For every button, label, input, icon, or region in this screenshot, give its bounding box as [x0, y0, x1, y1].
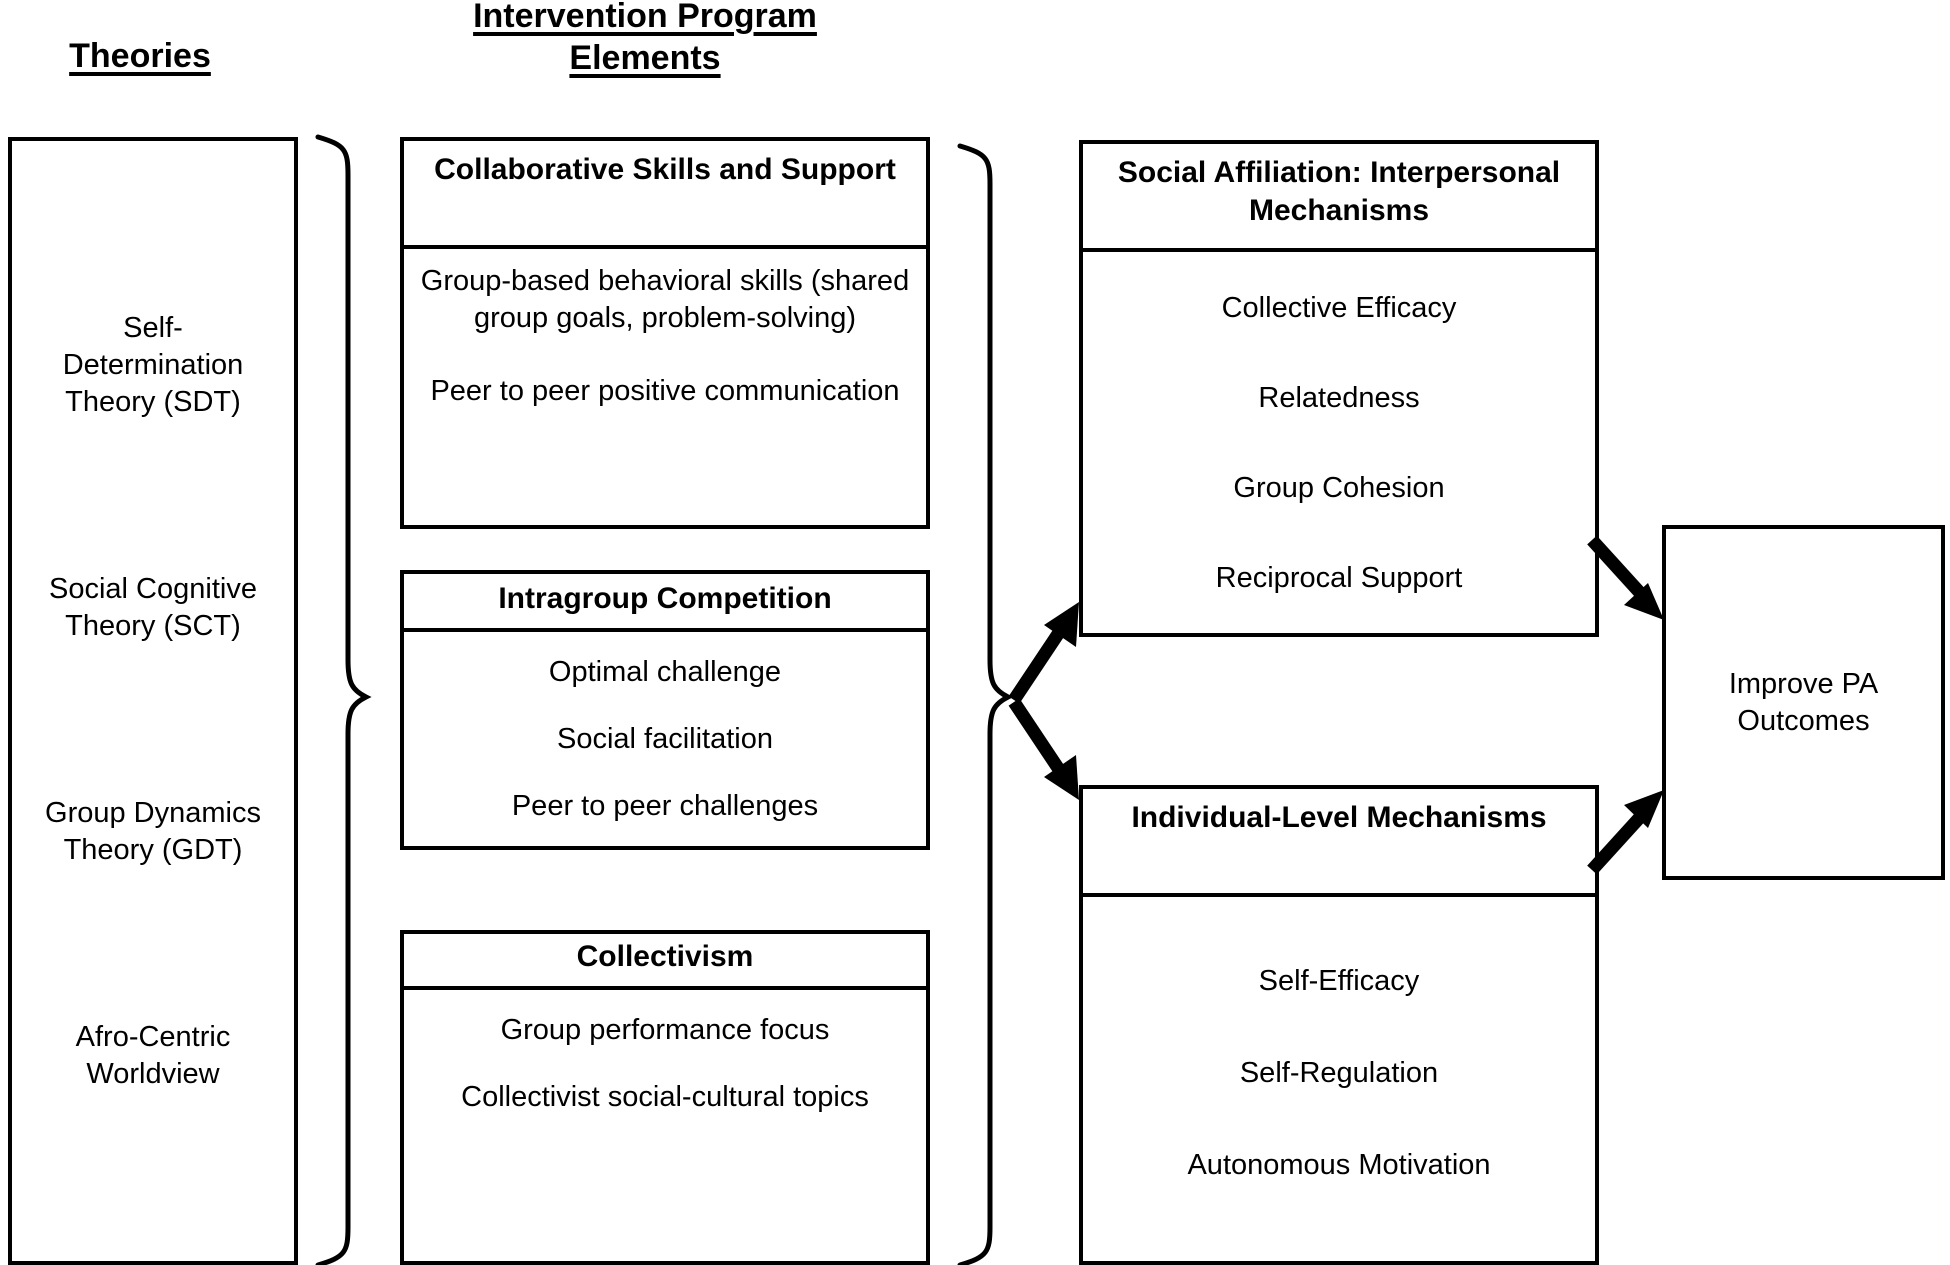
mechanism-item: Self-Efficacy: [1258, 965, 1420, 997]
program-element-box-collectivism: Collectivism Group performance focus Col…: [400, 930, 930, 1265]
heading-intervention-program-elements: Intervention Program Elements: [473, 0, 817, 77]
theory-item-gdt: Group Dynamics Theory (GDT): [45, 796, 261, 866]
mechanism-title-social-affiliation: Social Affiliation: Interpersonal Mechan…: [1083, 144, 1595, 252]
heading-theories: Theories: [69, 37, 211, 75]
program-element-item: Peer to peer challenges: [511, 790, 819, 822]
theory-item-sdt: Self- Determination Theory (SDT): [62, 311, 244, 418]
theory-item-afrocentric: Afro-Centric Worldview: [75, 1020, 231, 1090]
arrow-individual-level-to-outcome: [1587, 790, 1664, 875]
theories-box: Self- Determination Theory (SDT) Social …: [8, 137, 298, 1265]
outcome-label: Improve PA Outcomes: [1728, 667, 1879, 737]
program-element-item: Social facilitation: [557, 723, 773, 755]
brace-theories: [315, 134, 372, 1265]
mechanism-item: Autonomous Motivation: [1187, 1149, 1491, 1181]
program-element-title-collaborative-skills: Collaborative Skills and Support: [404, 141, 926, 249]
mechanism-title-individual-level: Individual-Level Mechanisms: [1083, 789, 1595, 897]
mechanism-item: Collective Efficacy: [1221, 292, 1457, 324]
program-element-item: Optimal challenge: [548, 656, 782, 688]
mechanism-box-individual-level: Individual-Level Mechanisms Self-Efficac…: [1079, 785, 1599, 1265]
program-element-box-collaborative-skills: Collaborative Skills and Support Group-b…: [400, 137, 930, 529]
program-element-title-collectivism: Collectivism: [404, 934, 926, 990]
mechanism-item: Self-Regulation: [1239, 1057, 1439, 1089]
program-element-item: Group-based behavioral skills (shared gr…: [420, 265, 910, 334]
program-element-item: Peer to peer positive communication: [430, 375, 900, 407]
arrow-to-individual-level: [1008, 698, 1079, 800]
brace-program-elements: [957, 143, 1014, 1265]
mechanism-item: Group Cohesion: [1233, 472, 1445, 504]
program-element-item: Group performance focus: [500, 1014, 830, 1046]
outcome-box-improve-pa: Improve PA Outcomes: [1662, 525, 1945, 880]
program-element-title-intragroup-competition: Intragroup Competition: [404, 574, 926, 632]
mechanism-item: Reciprocal Support: [1215, 562, 1463, 594]
mechanism-item: Relatedness: [1258, 382, 1420, 414]
program-element-box-intragroup-competition: Intragroup Competition Optimal challenge…: [400, 570, 930, 850]
arrow-to-social-affiliation: [1008, 602, 1079, 704]
arrow-social-affiliation-to-outcome: [1587, 535, 1664, 620]
program-element-item: Collectivist social-cultural topics: [461, 1081, 869, 1113]
mechanism-box-social-affiliation: Social Affiliation: Interpersonal Mechan…: [1079, 140, 1599, 637]
theory-item-sct: Social Cognitive Theory (SCT): [49, 572, 257, 642]
